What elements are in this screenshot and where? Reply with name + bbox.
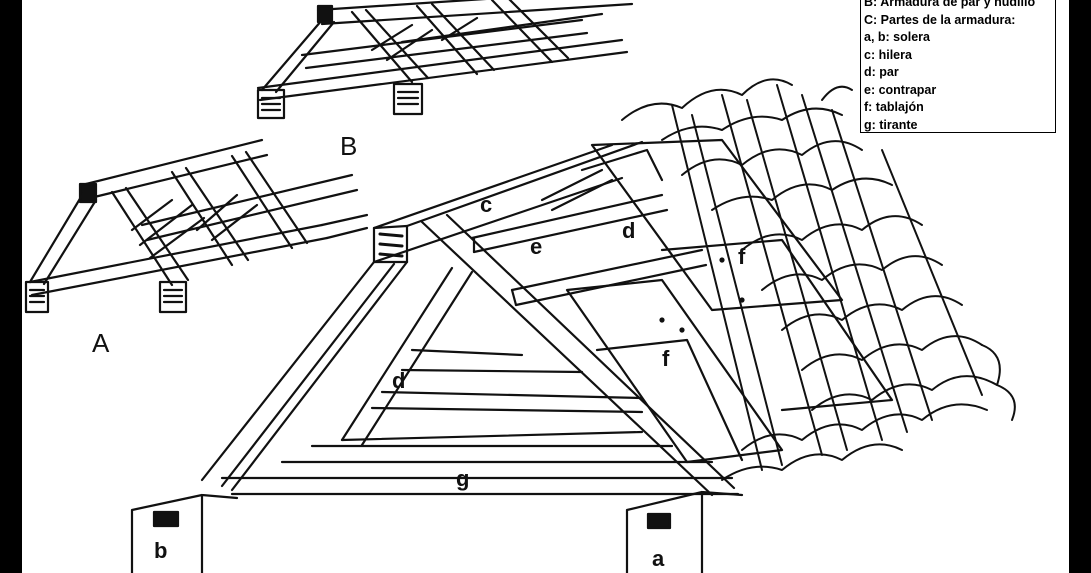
legend-line: c: hilera: [864, 47, 912, 62]
truss-figure-c: [130, 78, 1016, 573]
part-label-f-upper: f: [738, 244, 746, 269]
roof-tiles: [621, 78, 1016, 481]
figure-label-b: B: [340, 131, 358, 161]
legend-box: B: Armadura de par y nudillo C: Partes d…: [860, 0, 1056, 133]
legend-line: e: contrapar: [864, 82, 937, 97]
part-label-e: e: [530, 234, 543, 259]
legend-line: B: Armadura de par y nudillo: [864, 0, 1036, 9]
part-label-b: b: [154, 538, 168, 563]
part-label-d-lower: d: [392, 368, 406, 393]
legend-line: g: tirante: [864, 117, 918, 132]
part-label-c: c: [480, 192, 493, 217]
part-label-d-upper: d: [622, 218, 636, 243]
truss-figure-a: [24, 138, 369, 314]
part-label-a: a: [652, 546, 665, 571]
legend-line: C: Partes de la armadura:: [864, 12, 1016, 27]
legend-line: a, b: solera: [864, 30, 930, 44]
figure-label-a: A: [92, 328, 110, 358]
truss-figure-b: [256, 0, 634, 120]
part-label-g: g: [456, 466, 470, 491]
legend-line: d: par: [864, 65, 899, 79]
roof-truss-drawing: [24, 0, 1016, 573]
illustration-canvas: A B c e d f d f g b a B: Armadura de par…: [22, 0, 1069, 573]
legend-line: f: tablajón: [864, 100, 924, 114]
part-label-f-lower: f: [662, 346, 670, 371]
